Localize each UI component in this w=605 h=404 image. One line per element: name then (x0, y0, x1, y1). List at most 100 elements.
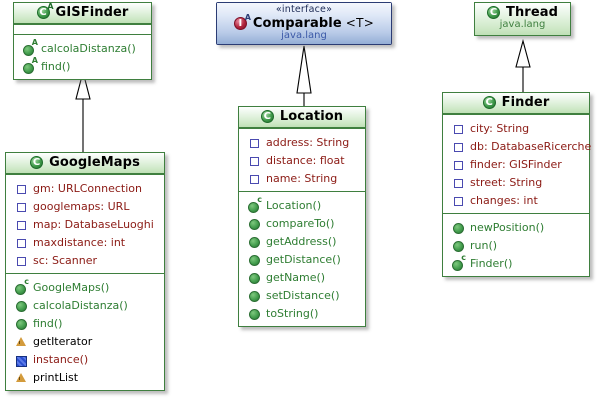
member-label: calcolaDistanza() (41, 41, 136, 55)
member-label: setDistance() (266, 288, 340, 302)
realization-location-comparable-arrowhead (296, 45, 312, 94)
class-icon: C (30, 155, 45, 170)
class-icon: C (486, 5, 502, 20)
class-box-thread[interactable]: C Thread java.lang (474, 2, 571, 36)
warning-triangle-icon (15, 335, 28, 348)
member-row[interactable]: db: DatabaseRicerche (443, 137, 592, 155)
member-row[interactable]: GoogleMaps() (6, 278, 164, 296)
private-field-icon (15, 236, 28, 249)
member-row[interactable]: map: DatabaseLuoghi (6, 215, 164, 233)
member-row[interactable]: changes: int (443, 191, 589, 209)
private-field-icon (248, 154, 261, 167)
public-method-icon (248, 217, 261, 230)
member-label: street: String (470, 175, 543, 189)
member-label: db: DatabaseRicerche (470, 139, 592, 153)
member-label: finder: GISFinder (470, 157, 562, 171)
member-row[interactable]: run() (443, 236, 589, 254)
member-label: find() (33, 316, 63, 330)
stereotype-label: «interface» (275, 4, 333, 15)
member-row[interactable]: find() (6, 314, 164, 332)
member-row[interactable]: finder: GISFinder (443, 155, 589, 173)
class-box-finder[interactable]: C Finder city: String db: DatabaseRicerc… (442, 92, 592, 277)
operations-compartment-finder: newPosition() run() Finder() (443, 213, 589, 276)
member-row[interactable]: calcolaDistanza() (14, 39, 151, 57)
member-row[interactable]: find() (14, 57, 151, 75)
private-field-icon (452, 122, 465, 135)
class-name-finder: Finder (501, 94, 550, 110)
member-row[interactable]: city: String (443, 119, 589, 137)
attributes-compartment-finder: city: String db: DatabaseRicerche finder… (443, 114, 592, 213)
member-label: instance() (33, 352, 89, 366)
private-field-icon (15, 254, 28, 267)
constructor-icon (248, 196, 262, 213)
public-method-icon (15, 299, 28, 312)
class-box-googlemaps[interactable]: C GoogleMaps gm: URLConnection googlemap… (5, 152, 165, 391)
member-label: googlemaps: URL (33, 199, 130, 213)
private-field-icon (248, 136, 261, 149)
member-row[interactable]: setDistance() (239, 286, 365, 304)
member-label: find() (41, 59, 71, 73)
operations-compartment-gisfinder: calcolaDistanza() find() (14, 34, 151, 79)
member-row[interactable]: getAddress() (239, 232, 365, 250)
public-method-icon (248, 307, 261, 320)
private-field-icon (15, 218, 28, 231)
member-label: toString() (266, 306, 319, 320)
member-row[interactable]: googlemaps: URL (6, 197, 164, 215)
private-field-icon (15, 182, 28, 195)
member-row[interactable]: address: String (239, 133, 365, 151)
member-row[interactable]: street: String (443, 173, 589, 191)
member-row[interactable]: maxdistance: int (6, 233, 164, 251)
package-label: java.lang (281, 29, 327, 41)
member-row[interactable]: printList (6, 368, 164, 386)
member-row[interactable]: gm: URLConnection (6, 179, 164, 197)
member-row[interactable]: Finder() (443, 254, 589, 272)
class-header-thread: C Thread java.lang (475, 3, 570, 35)
member-label: city: String (470, 121, 530, 135)
private-field-icon (452, 140, 465, 153)
public-method-icon (248, 271, 261, 284)
member-row[interactable]: instance() (6, 350, 164, 368)
private-field-icon (452, 194, 465, 207)
class-box-gisfinder[interactable]: CA GISFinder calcolaDistanza() find() (13, 2, 152, 80)
member-row[interactable]: toString() (239, 304, 365, 322)
private-field-icon (452, 158, 465, 171)
constructor-icon (15, 278, 29, 295)
class-name-thread: Thread (505, 4, 559, 20)
member-row[interactable]: newPosition() (443, 218, 589, 236)
attributes-compartment-location: address: String distance: float name: St… (239, 128, 365, 191)
class-header-googlemaps: C GoogleMaps (6, 153, 164, 174)
abstract-method-icon (23, 39, 38, 56)
public-method-icon (452, 221, 465, 234)
member-row[interactable]: Location() (239, 196, 365, 214)
warning-triangle-icon (15, 371, 28, 384)
interface-name-comparable: Comparable (252, 15, 342, 31)
member-label: printList (33, 370, 79, 384)
member-row[interactable]: calcolaDistanza() (6, 296, 164, 314)
member-label: run() (470, 238, 498, 252)
generalization-googlemaps-gisfinder-arrowhead (75, 69, 91, 100)
member-row[interactable]: sc: Scanner (6, 251, 164, 269)
member-label: getName() (266, 270, 326, 284)
member-label: calcolaDistanza() (33, 298, 128, 312)
generalization-finder-thread-arrowhead (515, 38, 531, 68)
member-row[interactable]: getIterator (6, 332, 164, 350)
package-label: java.lang (499, 19, 546, 30)
member-label: compareTo() (266, 216, 335, 230)
class-box-location[interactable]: C Location address: String distance: flo… (238, 106, 366, 327)
abstract-method-icon (23, 57, 38, 74)
member-row[interactable]: name: String (239, 169, 365, 187)
member-row[interactable]: compareTo() (239, 214, 365, 232)
member-row[interactable]: distance: float (239, 151, 365, 169)
generic-parameter: <T> (345, 16, 375, 31)
member-row[interactable]: getDistance() (239, 250, 365, 268)
member-row[interactable]: getName() (239, 268, 365, 286)
member-label: maxdistance: int (33, 235, 126, 249)
constructor-icon (452, 254, 466, 271)
member-label: newPosition() (470, 220, 545, 234)
member-label: changes: int (470, 193, 538, 207)
